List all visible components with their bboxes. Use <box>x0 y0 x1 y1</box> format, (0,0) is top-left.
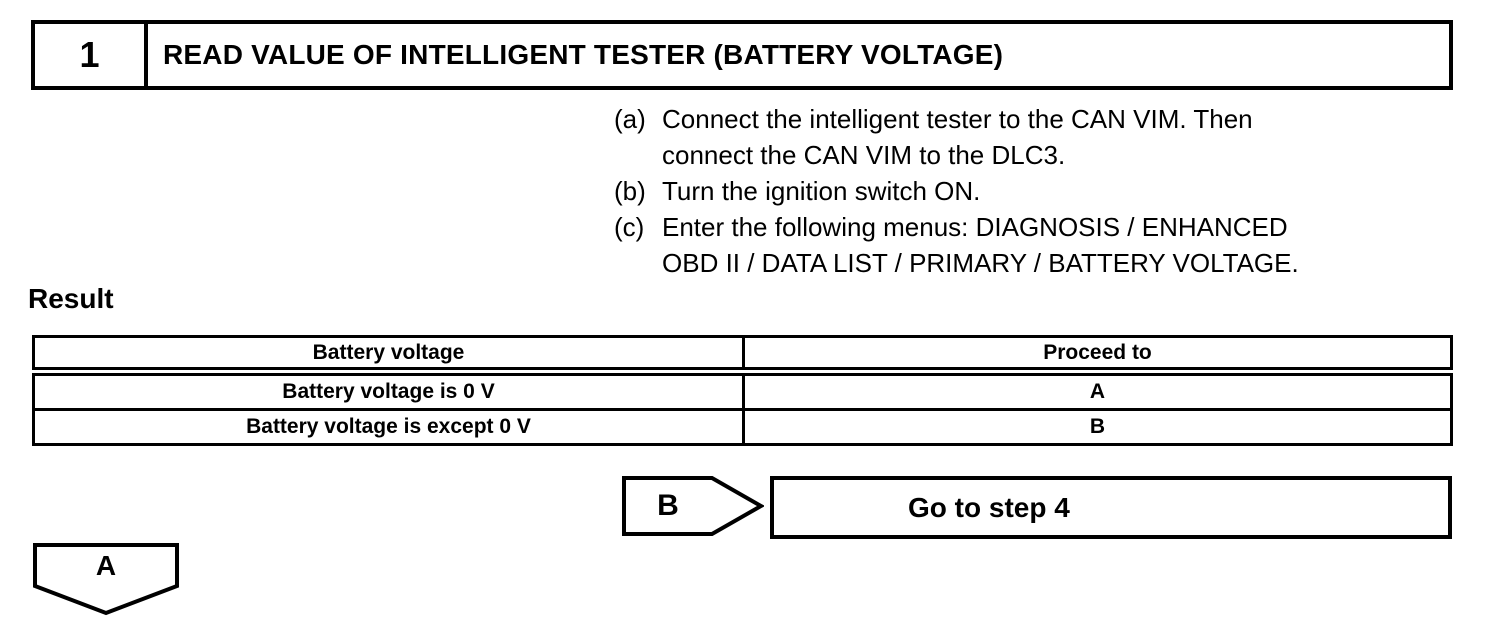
instruction-item-b: (b) Turn the ignition switch ON. <box>614 173 1474 209</box>
branch-b-action-text: Go to step 4 <box>908 491 1070 523</box>
instruction-text: Connect the intelligent tester to the CA… <box>662 101 1474 173</box>
branch-a-connector: A <box>33 543 179 616</box>
step-number: 1 <box>35 24 148 86</box>
instruction-line: connect the CAN VIM to the DLC3. <box>662 140 1066 170</box>
table-row: Battery voltage is 0 V A <box>32 370 1453 411</box>
right-arrow-pentagon-icon <box>622 476 764 536</box>
branch-b-action-box: Go to step 4 <box>770 476 1452 539</box>
instruction-text: Turn the ignition switch ON. <box>662 173 1474 209</box>
table-header-row: Battery voltage Proceed to <box>32 335 1453 376</box>
instruction-label: (b) <box>614 176 646 206</box>
instruction-line: Enter the following menus: DIAGNOSIS / E… <box>662 212 1288 242</box>
instruction-item-c: (c) Enter the following menus: DIAGNOSIS… <box>614 209 1474 281</box>
branch-b-label: B <box>657 489 679 522</box>
proceed-cell: B <box>742 408 1453 446</box>
branch-a-label: A <box>95 549 117 581</box>
result-table: Battery voltage Proceed to Battery volta… <box>32 335 1453 446</box>
instruction-item-a: (a) Connect the intelligent tester to th… <box>614 101 1474 173</box>
condition-cell: Battery voltage is except 0 V <box>32 408 745 446</box>
step-title: READ VALUE OF INTELLIGENT TESTER (BATTER… <box>163 39 1004 70</box>
instruction-label: (a) <box>614 104 646 134</box>
result-heading: Result <box>28 283 114 314</box>
column-header-battery-voltage: Battery voltage <box>32 335 745 376</box>
condition-cell: Battery voltage is 0 V <box>32 370 745 411</box>
instruction-text: Enter the following menus: DIAGNOSIS / E… <box>662 209 1474 281</box>
instruction-line: OBD II / DATA LIST / PRIMARY / BATTERY V… <box>662 248 1299 278</box>
instruction-label: (c) <box>614 212 645 242</box>
down-arrow-pentagon-icon <box>33 543 179 616</box>
instruction-list: (a) Connect the intelligent tester to th… <box>614 101 1474 281</box>
proceed-cell: A <box>742 370 1453 411</box>
instruction-line: Connect the intelligent tester to the CA… <box>662 104 1253 134</box>
step-header: 1 READ VALUE OF INTELLIGENT TESTER (BATT… <box>31 20 1453 90</box>
instruction-line: Turn the ignition switch ON. <box>662 176 981 206</box>
column-header-proceed-to: Proceed to <box>742 335 1453 376</box>
table-row: Battery voltage is except 0 V B <box>32 408 1453 446</box>
branch-b-connector: B <box>622 476 764 536</box>
